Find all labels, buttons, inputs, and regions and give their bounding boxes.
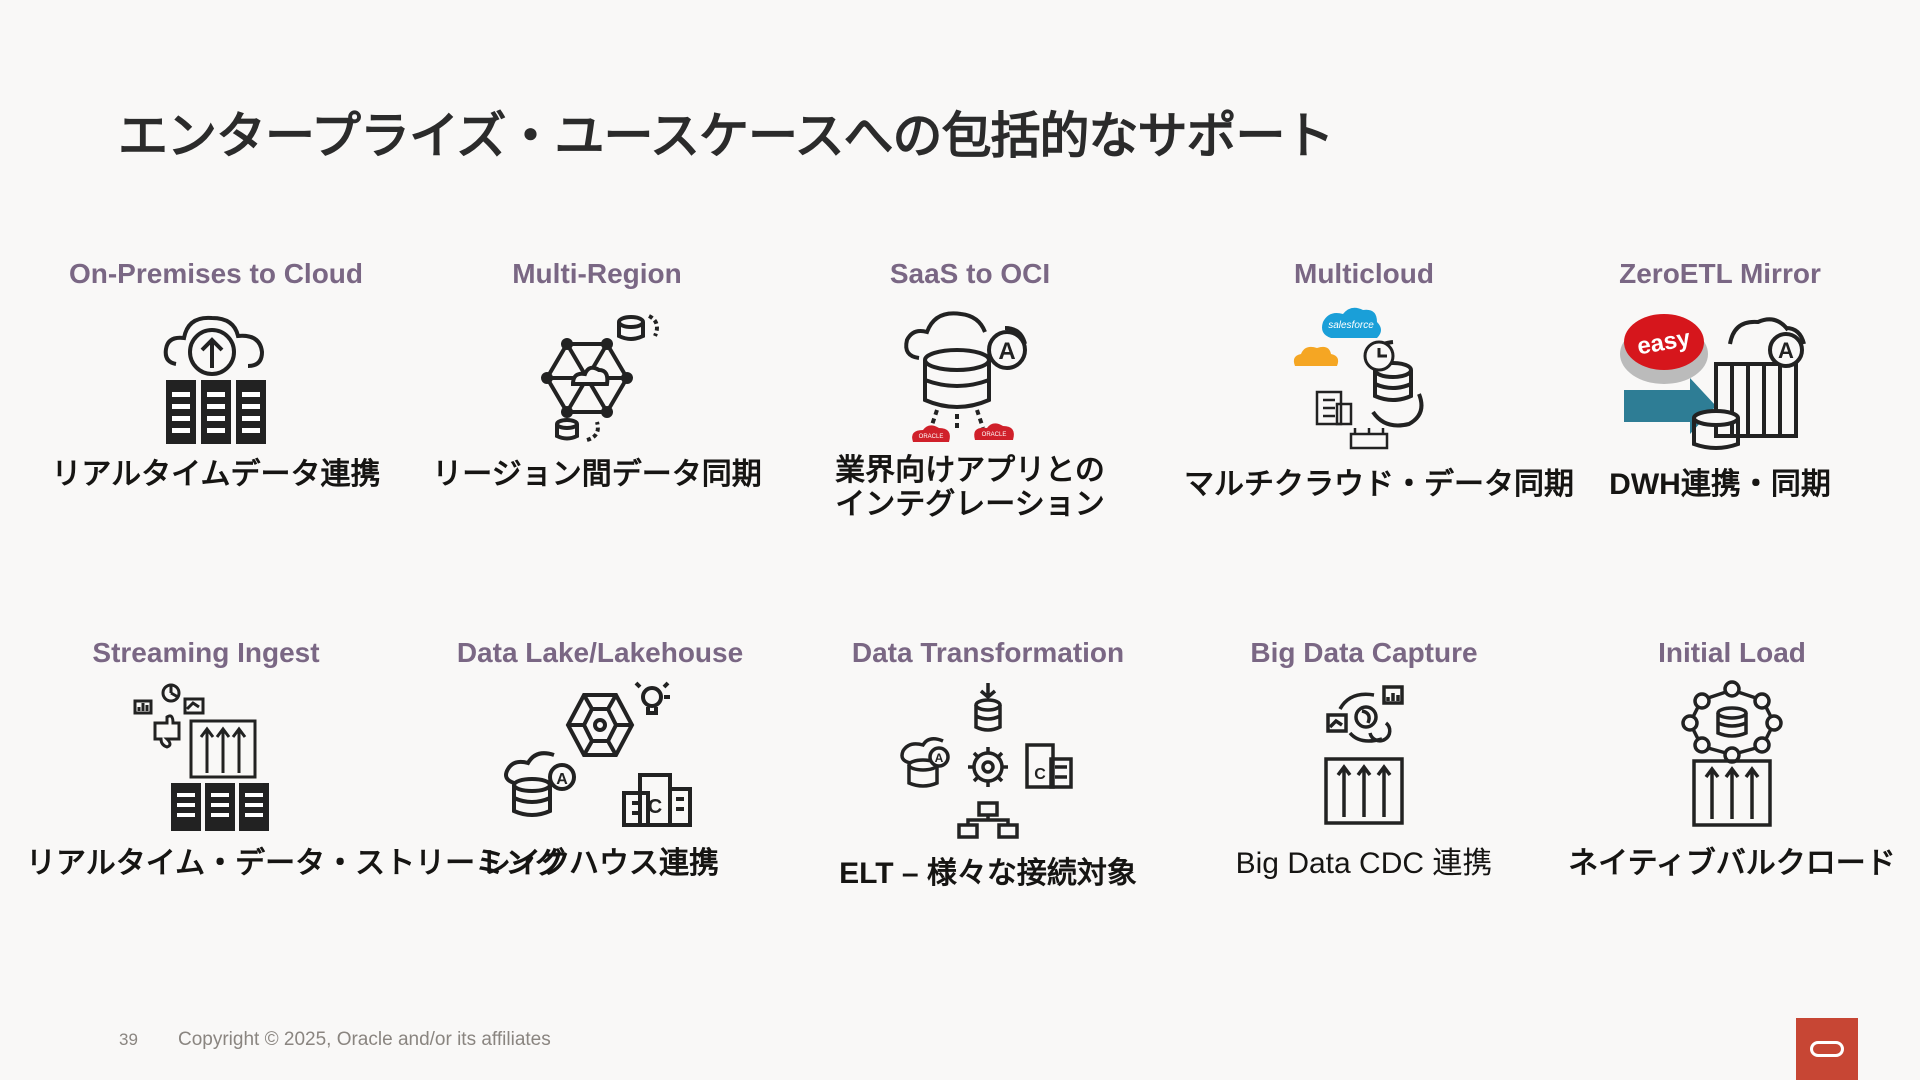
use-case-heading: Initial Load (1658, 637, 1806, 668)
use-case-caption: Big Data CDC 連携 (1235, 847, 1493, 880)
use-case-heading: SaaS to OCI (889, 258, 1051, 289)
svg-text:A: A (935, 751, 944, 765)
use-case-data-transformation: Data Transformation C A ELT – 様々な接続対象 (808, 637, 1168, 891)
oracle-badge: ORACLE (919, 434, 944, 440)
use-case-caption: DWH連携・同期 (1609, 468, 1831, 501)
slide-title: エンタープライズ・ユースケースへの包括的なサポート (118, 108, 1334, 164)
easy-button-mirror-icon: easy A (1620, 314, 1806, 450)
use-case-initial-load: Initial Load ネイティブバルクロード (1552, 637, 1912, 881)
salesforce-badge: salesforce (1328, 320, 1374, 331)
cloud-database-oracle-icon: A ORACLE ORACLE (904, 311, 1027, 442)
svg-text:C: C (648, 796, 662, 818)
use-case-caption: リアルタイムデータ連携 (51, 458, 381, 491)
multicloud-sync-icon: salesforce (1293, 307, 1424, 450)
use-case-heading: Data Lake/Lakehouse (456, 637, 744, 668)
caption-line: インテグレーション (835, 488, 1105, 521)
page-number: 39 (119, 1030, 138, 1049)
use-case-caption: マルチクラウド・データ同期 (1184, 468, 1574, 501)
transformation-icon: C A (900, 683, 1073, 839)
svg-text:A: A (1778, 338, 1794, 363)
use-case-heading: Multicloud (1294, 258, 1434, 289)
oracle-logo-icon (1796, 1018, 1858, 1080)
svg-text:A: A (556, 771, 568, 788)
network-sync-icon (541, 314, 659, 442)
use-case-caption: レイクハウス連携 (481, 847, 719, 880)
cloud-upload-servers-icon (163, 315, 266, 444)
use-case-multi-region: Multi-Region リージョン間データ同期 (417, 258, 777, 492)
streaming-servers-icon (133, 683, 269, 831)
oracle-badge: ORACLE (982, 432, 1007, 438)
use-case-data-lake-lakehouse: Data Lake/Lakehouse A C レイクハウス連携 (420, 637, 780, 881)
use-case-heading: ZeroETL Mirror (1619, 258, 1821, 289)
use-case-caption: ELT – 様々な接続対象 (839, 857, 1137, 890)
use-case-multicloud: Multicloud salesforce マルチクラウド・データ同期 (1184, 258, 1574, 502)
caption-line: 業界向けアプリとの (835, 454, 1105, 487)
svg-text:C: C (1034, 766, 1046, 783)
use-case-caption: 業界向けアプリとの インテグレーション (790, 454, 1150, 522)
use-case-saas-to-oci: SaaS to OCI A ORACLE ORACLE 業界向けアプリとの イン… (790, 258, 1150, 522)
use-case-heading: Multi-Region (512, 258, 682, 289)
use-case-streaming-ingest: Streaming Ingest リアルタイム・データ・ストリーミング (26, 637, 566, 881)
use-case-zeroetl-mirror: ZeroETL Mirror easy A DWH連携・同期 (1540, 258, 1900, 502)
use-case-heading: Data Transformation (851, 637, 1125, 668)
use-case-heading: On-Premises to Cloud (68, 258, 364, 289)
use-case-caption: リージョン間データ同期 (432, 458, 762, 491)
copyright-text: Copyright © 2025, Oracle and/or its affi… (178, 1029, 551, 1050)
initial-load-icon (1681, 680, 1783, 827)
svg-text:A: A (998, 338, 1015, 365)
use-case-caption: ネイティブバルクロード (1568, 847, 1896, 880)
use-case-caption: リアルタイム・データ・ストリーミング (26, 847, 566, 880)
big-data-capture-icon (1324, 685, 1404, 825)
use-case-on-premises-to-cloud: On-Premises to Cloud リアルタイムデータ連携 (36, 258, 396, 492)
lakehouse-icon: A C (504, 681, 692, 827)
use-case-heading: Streaming Ingest (92, 637, 320, 668)
use-case-big-data-capture: Big Data Capture Big Data CDC 連携 (1184, 637, 1544, 881)
use-case-heading: Big Data Capture (1250, 637, 1478, 668)
